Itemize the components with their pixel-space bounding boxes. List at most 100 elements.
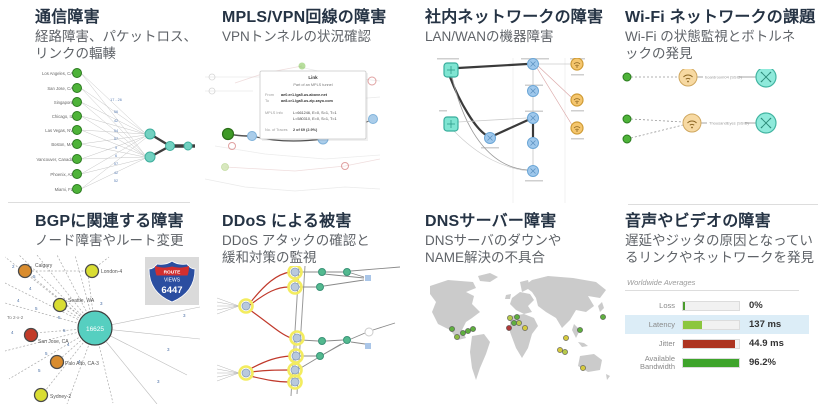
panel-subtitle: DDoS アタックの確認と緩和対策の監視 (222, 233, 370, 265)
svg-text:Singapore: Singapore (54, 100, 74, 105)
svg-text:L=580310, E=0, S=1, T=1: L=580310, E=0, S=1, T=1 (293, 117, 337, 121)
svg-text:6: 6 (115, 154, 117, 158)
metric-bar-fill (683, 339, 735, 348)
metrics-rows: Loss 0% Latency 137 ms Jitter 44.9 ms Availabl… (625, 296, 809, 372)
panel-title: BGPに関連する障害 (35, 213, 184, 230)
svg-text:Link: Link (308, 75, 318, 80)
svg-text:Part of an MPLS tunnel: Part of an MPLS tunnel (293, 83, 332, 87)
lan-wan-topology-thumbnail (425, 57, 617, 203)
svg-text:6447: 6447 (161, 285, 182, 296)
panel-subtitle: Wi-Fi の状態監視とボトルネックの発見 (625, 29, 796, 61)
svg-text:3: 3 (167, 347, 170, 352)
panel-ddos: DDoS による被害 DDoS アタックの確認と緩和対策の監視 (216, 212, 414, 402)
panel-subtitle: 遅延やジッタの原因となっているリンクやネットワークを発見 (625, 233, 814, 265)
svg-text:16625: 16625 (86, 326, 104, 333)
metric-value: 96.2% (749, 357, 776, 368)
ddos-attack-thumbnail (215, 266, 414, 402)
svg-text:L=661246, E=0, S=1, T=1: L=661246, E=0, S=1, T=1 (293, 111, 337, 115)
svg-text:4: 4 (29, 286, 32, 291)
row-divider-left (8, 202, 190, 203)
panel-bgp: BGPに関連する障害 ノード障害やルート変更 To 2-x-2 16625 Calg… (5, 212, 207, 404)
metric-bar-track (682, 338, 740, 349)
panel-path-outage: 通信障害 経路障害、パケットロス、リンクの輻輳 Los Angeles, CA S… (35, 8, 207, 197)
wifi-topology-thumbnail: boardroom04 (SSID)ThousandEyes (SSID) (620, 69, 817, 161)
svg-text:3: 3 (100, 301, 103, 306)
metric-label: Jitter (658, 338, 675, 348)
svg-text:17 - 26: 17 - 26 (110, 98, 122, 102)
svg-text:Seattle, WA: Seattle, WA (68, 298, 95, 304)
panel-subtitle: VPNトンネルの状況確認 (222, 29, 371, 44)
panel-subtitle: ノード障害やルート変更 (35, 233, 184, 248)
metric-bar-track (682, 357, 740, 368)
metric-value: 0% (749, 300, 763, 311)
svg-text:2: 2 (12, 264, 15, 269)
metric-bar-fill (683, 320, 703, 329)
metric-label: Latency (648, 319, 675, 329)
svg-text:To 2-x-2: To 2-x-2 (7, 315, 24, 320)
row-divider-right (628, 204, 818, 205)
svg-text:5: 5 (35, 306, 38, 311)
panel-title: DNSサーバー障害 (425, 213, 557, 230)
metric-row: Available Bandwidth 96.2% (625, 353, 809, 372)
metric-label: Available Bandwidth (639, 353, 675, 371)
svg-text:Calgary: Calgary (35, 263, 53, 269)
svg-text:4: 4 (78, 359, 81, 364)
svg-text:Palo Alto, CA-3: Palo Alto, CA-3 (65, 361, 99, 367)
panel-title: 通信障害 (35, 9, 100, 26)
metric-row: Jitter 44.9 ms (625, 334, 809, 353)
panel-subtitle: LAN/WANの機器障害 (425, 29, 554, 44)
svg-text:56: 56 (114, 110, 118, 114)
panel-subtitle: DNSサーバのダウンやNAME解決の不具合 (425, 233, 562, 265)
metric-row: Latency 137 ms (625, 315, 809, 334)
svg-text:4: 4 (11, 330, 14, 335)
svg-text:Phoenix, AZ: Phoenix, AZ (50, 172, 73, 177)
svg-text:San Jose, CA: San Jose, CA (47, 86, 73, 91)
metric-label: Loss (659, 300, 675, 310)
svg-text:ae8.cr1.lga5.us.zip.zayo.com: ae8.cr1.lga5.us.zip.zayo.com (281, 99, 334, 103)
metric-bar-fill (683, 301, 685, 310)
panel-enterprise-network: 社内ネットワークの障害 LAN/WANの機器障害 (425, 8, 617, 203)
svg-text:9: 9 (115, 146, 117, 150)
svg-text:4: 4 (17, 298, 20, 303)
svg-text:No. of Traces: No. of Traces (265, 128, 288, 132)
panel-title: MPLS/VPN回線の障害 (222, 9, 387, 26)
svg-text:MPLS Info: MPLS Info (265, 111, 283, 115)
svg-text:2 of 69 (2.9%): 2 of 69 (2.9%) (293, 128, 318, 132)
svg-text:ROUTE: ROUTE (164, 269, 182, 275)
svg-text:Las Vegas, NV: Las Vegas, NV (45, 128, 73, 133)
svg-text:ae0.er1.lga5.us.above.net: ae0.er1.lga5.us.above.net (281, 93, 328, 97)
svg-text:5: 5 (58, 315, 61, 320)
svg-text:4: 4 (67, 342, 70, 347)
svg-text:5: 5 (63, 328, 66, 333)
svg-text:57: 57 (114, 162, 118, 166)
panel-subtitle: 経路障害、パケットロス、リンクの輻輳 (35, 29, 197, 61)
svg-text:Los Angeles, CA: Los Angeles, CA (42, 71, 73, 76)
svg-text:ThousandEyes (SSID): ThousandEyes (SSID) (709, 121, 749, 126)
svg-text:5: 5 (45, 351, 48, 356)
panel-title: 音声やビデオの障害 (625, 213, 771, 230)
metric-value: 44.9 ms (749, 338, 784, 349)
svg-text:57: 57 (114, 137, 118, 141)
svg-text:Boston, MA: Boston, MA (51, 142, 73, 147)
panel-title: DDoS による被害 (222, 213, 352, 230)
metric-bar-track (682, 300, 740, 311)
metric-bar-track (682, 319, 740, 330)
svg-text:5: 5 (33, 274, 36, 279)
metric-value: 137 ms (749, 319, 782, 330)
panel-voice-video: 音声やビデオの障害 遅延やジッタの原因となっているリンクやネットワークを発見 W… (625, 212, 820, 372)
svg-text:London-4: London-4 (101, 269, 122, 275)
svg-text:42: 42 (114, 119, 118, 123)
metric-bar-fill (683, 358, 739, 367)
svg-text:3: 3 (183, 313, 186, 318)
svg-text:3: 3 (157, 379, 160, 384)
svg-text:San Jose, CA: San Jose, CA (38, 339, 69, 345)
svg-text:52: 52 (114, 179, 118, 183)
svg-text:Sydney-2: Sydney-2 (50, 394, 71, 400)
metric-row: Loss 0% (625, 296, 809, 315)
svg-text:Chicago, IL: Chicago, IL (52, 114, 74, 119)
